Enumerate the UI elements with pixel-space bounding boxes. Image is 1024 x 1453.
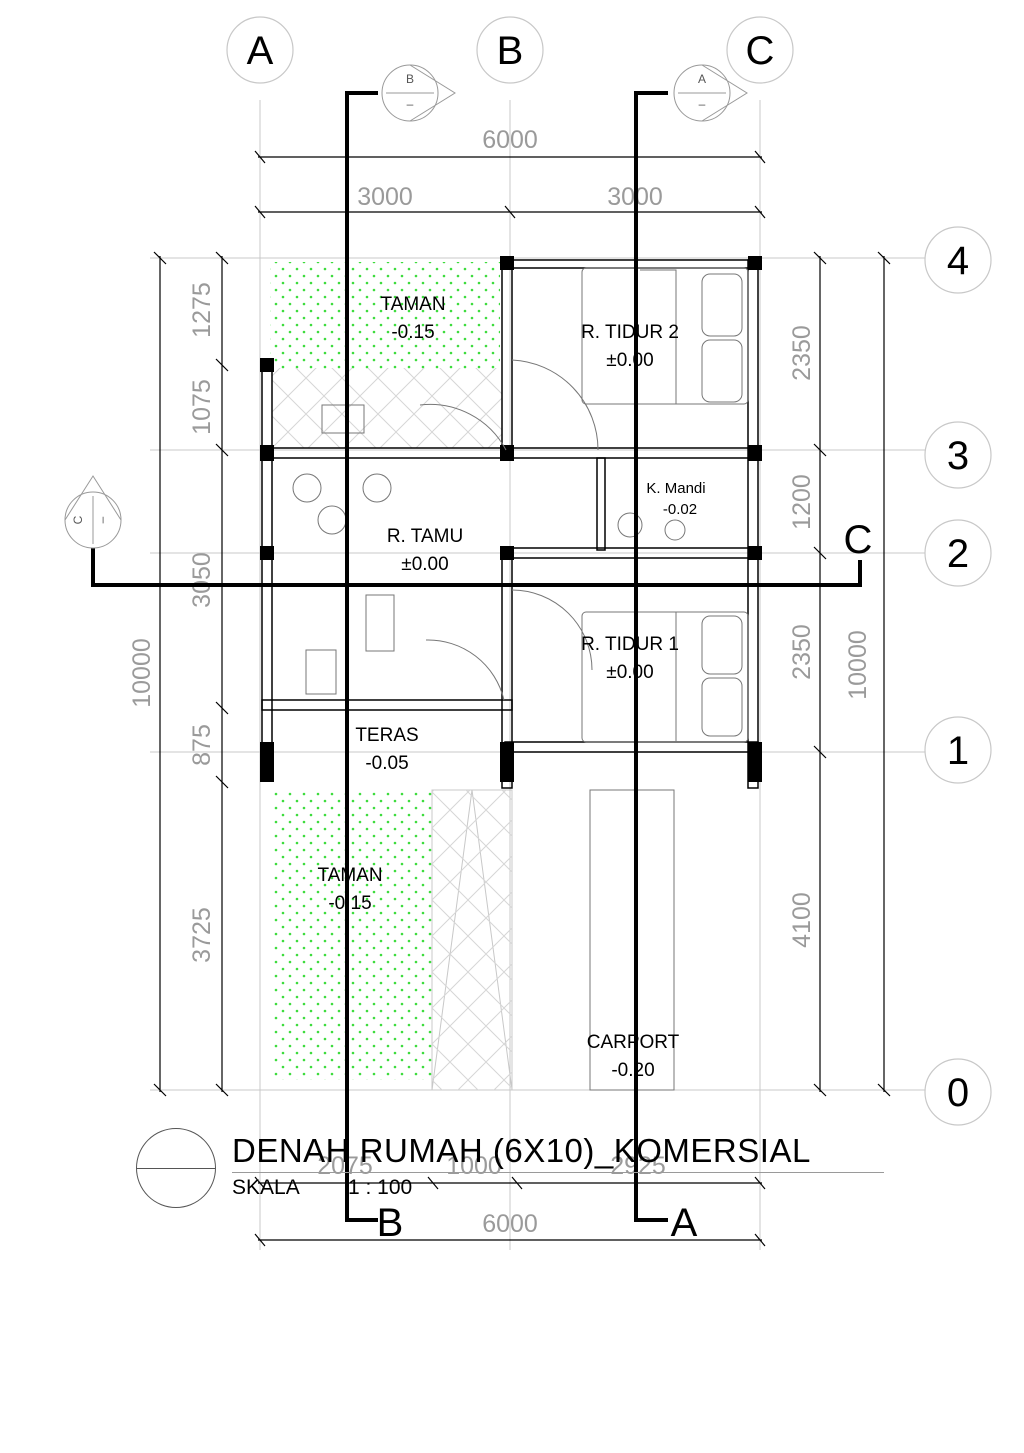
dim-right-1: 2350	[788, 325, 816, 381]
section-marker-c-left: C –	[64, 475, 122, 549]
grid-label-a: A	[247, 29, 274, 73]
room-mandi-name: K. Mandi	[646, 480, 705, 497]
dim-right-4: 4100	[788, 892, 816, 948]
section-b-top-letter: B	[406, 72, 414, 86]
room-teras-level: -0.05	[365, 753, 408, 774]
section-cut-a-label: A	[671, 1201, 698, 1245]
section-c-left-sheet: –	[95, 516, 109, 523]
grid-label-c: C	[746, 29, 775, 73]
scale-line: SKALA 1 : 100	[232, 1176, 412, 1200]
room-carport-name: CARPORT	[587, 1032, 680, 1053]
scale-value: 1 : 100	[348, 1176, 413, 1199]
dimension-lines	[153, 150, 891, 1247]
room-tamu-level: ±0.00	[401, 554, 448, 575]
room-tamu-name: R. TAMU	[387, 526, 463, 547]
room-tidur-2-name: R. TIDUR 2	[581, 322, 679, 343]
room-mandi-level: -0.02	[663, 501, 697, 518]
section-a-top-sheet: –	[699, 97, 706, 111]
section-lines	[91, 91, 862, 1222]
title-underline	[232, 1172, 884, 1173]
room-taman-bottom-level: -0.15	[328, 893, 371, 914]
furniture	[292, 267, 749, 1091]
dim-right-3: 2350	[788, 624, 816, 680]
room-tidur-1-level: ±0.00	[606, 662, 653, 683]
section-b-top-sheet: –	[407, 97, 414, 111]
room-taman-top-level: -0.15	[391, 322, 434, 343]
section-c-left-letter: C	[71, 515, 85, 524]
grid-bubble-labels: A B C 4 3 2 1 0	[247, 29, 969, 1115]
section-a-top-letter: A	[698, 72, 706, 86]
dim-left-4: 875	[188, 724, 216, 766]
room-taman-top-name: TAMAN	[380, 294, 445, 315]
section-cut-c-label: C	[844, 518, 873, 562]
section-cut-b-label: B	[377, 1201, 404, 1245]
dim-top-total: 6000	[482, 126, 538, 154]
grid-label-2: 2	[947, 532, 969, 576]
garden-areas	[270, 262, 513, 1091]
room-tidur-2-level: ±0.00	[606, 350, 653, 371]
grid-bubbles	[226, 16, 992, 1126]
grid-label-0: 0	[947, 1071, 969, 1115]
dim-left-total: 10000	[128, 638, 156, 708]
room-teras-name: TERAS	[355, 725, 418, 746]
dim-left-1: 1275	[188, 282, 216, 338]
columns	[260, 256, 762, 782]
grid-label-b: B	[497, 29, 524, 73]
room-carport-level: -0.20	[611, 1060, 654, 1081]
dim-right-total: 10000	[844, 630, 872, 700]
dim-right-2: 1200	[788, 474, 816, 530]
dim-top-left: 3000	[357, 183, 413, 211]
section-marker-b-top: B –	[381, 64, 456, 122]
grid-label-1: 1	[947, 729, 969, 773]
dim-left-2: 1075	[188, 379, 216, 435]
title-symbol	[136, 1128, 216, 1208]
grid-label-3: 3	[947, 434, 969, 478]
grid-label-4: 4	[947, 239, 969, 283]
dim-left-3: 3050	[188, 552, 216, 608]
room-tidur-1-name: R. TIDUR 1	[581, 634, 679, 655]
scale-label: SKALA	[232, 1176, 300, 1199]
title-block: DENAH RUMAH (6X10)_KOMERSIAL SKALA 1 : 1…	[132, 1128, 892, 1208]
section-marker-a-top: A –	[673, 64, 748, 122]
dim-bottom-mid: 1000	[446, 1152, 502, 1180]
dim-left-5: 3725	[188, 907, 216, 963]
room-taman-bottom-name: TAMAN	[317, 865, 382, 886]
dim-bottom-total: 6000	[482, 1210, 538, 1238]
room-labels: TAMAN -0.15 R. TIDUR 2 ±0.00 K. Mandi -0…	[317, 294, 705, 1081]
drawing-title: DENAH RUMAH (6X10)_KOMERSIAL	[232, 1132, 811, 1169]
